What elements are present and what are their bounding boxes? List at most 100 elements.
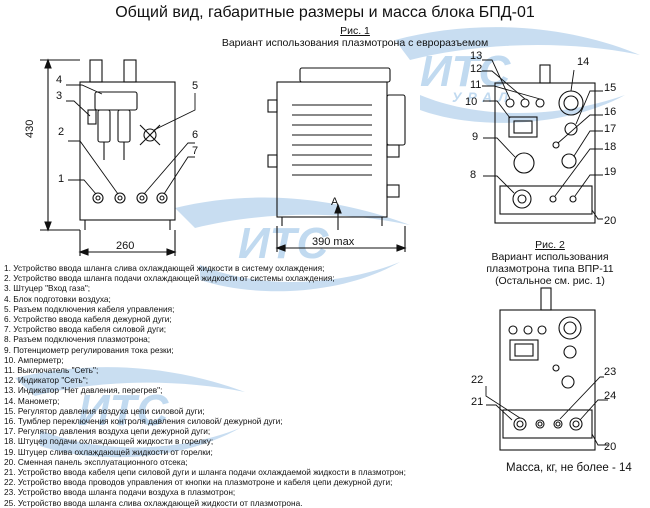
legend-item: 17. Регулятор давления воздуха цепи дежу… <box>4 426 211 437</box>
view-marker-a: А <box>331 196 339 208</box>
side-view <box>267 67 407 252</box>
front-bottom-inputs <box>92 192 168 204</box>
legend-item: 2. Устройство ввода шланга подачи охлажд… <box>4 273 335 284</box>
legend-item: 19. Штуцер слива охлаждающей жидкости от… <box>4 446 213 457</box>
ammeter <box>508 116 538 138</box>
watermark-logo-middle: ИТС <box>175 197 410 292</box>
fig2-label: Рис. 2 <box>535 239 565 251</box>
callout-1: 1 <box>58 173 65 185</box>
callout-24: 24 <box>604 390 617 402</box>
callout-13: 13 <box>470 50 483 62</box>
panel-fig1-body <box>494 82 596 224</box>
callout-19: 19 <box>604 166 617 178</box>
watermark-logo-text: ИТС <box>420 47 512 96</box>
coolant-drain-fitting <box>569 195 577 203</box>
legend-item: 3. Штуцер "Вход газа"; <box>4 283 91 294</box>
legend-item: 15. Регулятор давления воздуха цепи сило… <box>4 405 205 416</box>
callout-17: 17 <box>604 123 617 135</box>
callout-23: 23 <box>604 366 617 378</box>
regulator-pilot-arc <box>561 153 577 169</box>
coolant-drain-input <box>569 417 583 431</box>
dim-width-label: 260 <box>116 240 135 252</box>
indicator-no-pressure <box>505 98 515 108</box>
callout-8: 8 <box>470 169 477 181</box>
legend-item: 25. Устройство ввода шланга слива охлажд… <box>4 497 303 508</box>
legend-item: 6. Устройство ввода кабеля дежурной дуги… <box>4 314 172 325</box>
callout-11: 11 <box>470 79 482 91</box>
regulator-power-arc <box>564 122 578 136</box>
callout-16: 16 <box>604 106 617 118</box>
legend-item: 7. Устройство ввода кабеля силовой дуги; <box>4 324 167 335</box>
fig1-label: Рис. 1 <box>340 25 370 37</box>
toggle-pressure-control <box>552 141 560 149</box>
legend-item: 8. Разъем подключения плазмотрона; <box>4 334 151 345</box>
callout-14: 14 <box>577 56 590 68</box>
callout-6: 6 <box>192 129 199 141</box>
plasmatron-connector <box>512 189 532 209</box>
dim-height-label: 430 <box>24 119 36 138</box>
legend-item: 23. Устройство ввода шланга подачи возду… <box>4 487 236 498</box>
callout-3: 3 <box>56 90 63 102</box>
legend-item: 12. Индикатор "Сеть"; <box>4 375 88 386</box>
legend-item: 18. Штуцер подачи охлаждающей жидкости в… <box>4 436 214 447</box>
legend-item: 21. Устройство ввода кабеля цепи силовой… <box>4 467 406 478</box>
callout-20-fig2: 20 <box>604 441 617 453</box>
replaceable-panel-2 <box>502 409 593 439</box>
callout-5: 5 <box>192 80 199 92</box>
fig1-caption: Вариант использования плазмотрона с евро… <box>221 37 489 49</box>
panel-fig2 <box>499 287 596 451</box>
legend-item: 13. Индикатор "Нет давления, перегрев"; <box>4 385 163 396</box>
power-arc-cable-input <box>513 417 527 431</box>
callout-10: 10 <box>465 96 478 108</box>
callout-18: 18 <box>604 141 617 153</box>
legend-item: 14. Манометр; <box>4 395 60 406</box>
indicator-network <box>520 98 530 108</box>
callout-4: 4 <box>56 74 63 86</box>
front-view-body <box>79 81 176 221</box>
callout-12: 12 <box>470 63 483 75</box>
legend-item: 16. Тумблер переключения контроля давлен… <box>4 416 283 427</box>
current-potentiometer <box>513 152 535 174</box>
page-title: Общий вид, габаритные размеры и масса бл… <box>115 4 535 21</box>
panel-fig2-body <box>499 309 596 451</box>
legend-item: 22. Устройство ввода проводов управления… <box>4 477 393 488</box>
air-preparation-block <box>94 91 138 111</box>
callout-2: 2 <box>58 126 65 138</box>
watermark-logo-text-2: ИТС <box>238 219 330 268</box>
legend-item: 1. Устройство ввода шланга слива охлажда… <box>4 263 325 273</box>
legend-item: 11. Выключатель "Сеть"; <box>4 365 99 376</box>
legend-item: 5. Разъем подключения кабеля управления; <box>4 303 175 314</box>
gas-inlet-fitting <box>87 109 97 125</box>
callout-21: 21 <box>471 396 484 408</box>
legend-item: 20. Сменная панель эксплуатационного отс… <box>4 456 188 467</box>
manometer <box>558 90 584 116</box>
legend-item: 10. Амперметр; <box>4 354 64 365</box>
mass-label: Масса, кг, не более - 14 <box>506 462 632 474</box>
air-hose-input <box>553 419 563 429</box>
front-view <box>40 58 177 256</box>
network-switch <box>535 98 545 108</box>
callout-7: 7 <box>192 145 199 157</box>
legend-list: 1. Устройство ввода шланга слива охлажда… <box>4 263 474 508</box>
legend-item: 4. Блок подготовки воздуха; <box>4 293 111 304</box>
callout-22: 22 <box>471 374 484 386</box>
callout-15: 15 <box>604 82 617 94</box>
control-cable-connector <box>143 128 157 142</box>
callout-9: 9 <box>472 131 479 143</box>
callout-20: 20 <box>604 215 617 227</box>
watermark-logo-bottom: ИТС <box>15 367 245 458</box>
replaceable-panel <box>499 185 593 215</box>
control-wires-input <box>535 419 545 429</box>
handle <box>299 67 391 83</box>
legend-item: 9. Потенциометр регулирования тока резки… <box>4 344 174 355</box>
panel-fig1 <box>494 64 596 224</box>
fig2-caption-line2: плазмотрона типа ВПР-11 <box>486 263 614 275</box>
fig2-caption-line3: (Остальное см. рис. 1) <box>495 275 605 287</box>
watermark-logo-text-3: ИТС <box>78 386 170 435</box>
dim-depth-label: 390 max <box>312 236 355 248</box>
vent-slots <box>292 104 372 176</box>
leader-lines <box>66 59 608 446</box>
coolant-supply-fitting <box>549 195 557 203</box>
